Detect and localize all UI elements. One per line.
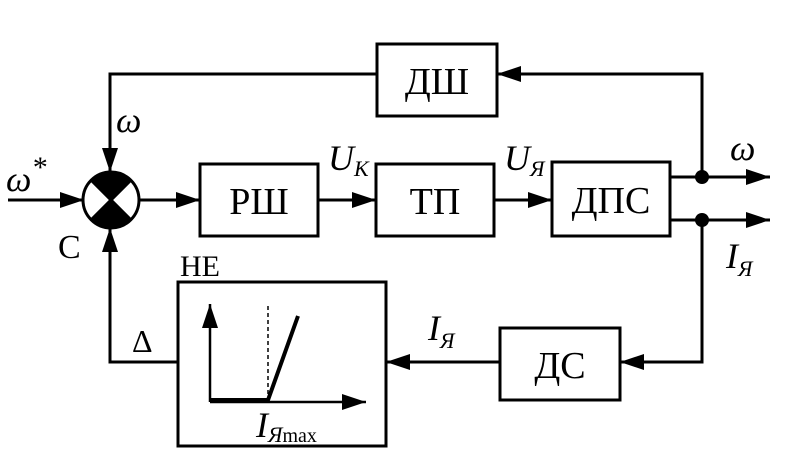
summer-label: C [58,229,81,266]
ne-characteristic [210,315,300,402]
uya-label: UЯ [504,138,546,181]
dsh-block: ДШ [375,42,499,118]
nonlinear-block: IЯmax [176,280,388,448]
omega-feedback-label: ω [116,100,141,140]
current-feedback-label: IЯ [427,308,456,353]
omega-to-dsh-wire [497,66,704,177]
uk-label: UК [328,138,370,181]
omega-junction-dot [695,170,709,184]
nonlinear-label: НЕ [180,250,220,283]
tp-block: ТП [374,162,496,238]
tp-label: ТП [410,181,461,223]
ne-to-summer-wire [102,228,178,364]
current-output-label: IЯ [725,236,754,281]
dsh-to-summer-wire [102,72,377,172]
dps-label: ДПС [572,180,651,222]
current-to-ds-wire [620,220,704,370]
omega-output-label: ω [730,128,755,168]
delta-label: Δ [132,323,153,359]
dps-block: ДПС [550,160,672,238]
dsh-label: ДШ [405,61,469,103]
i-max-label: IЯmax [255,405,317,447]
rsh-label: РШ [229,181,288,223]
ds-block: ДС [498,326,622,402]
current-junction-dot [695,213,709,227]
rsh-block: РШ [198,162,320,238]
summer-node [81,170,141,230]
ds-label: ДС [534,345,585,387]
omega-ref-label: ω* [6,151,46,199]
